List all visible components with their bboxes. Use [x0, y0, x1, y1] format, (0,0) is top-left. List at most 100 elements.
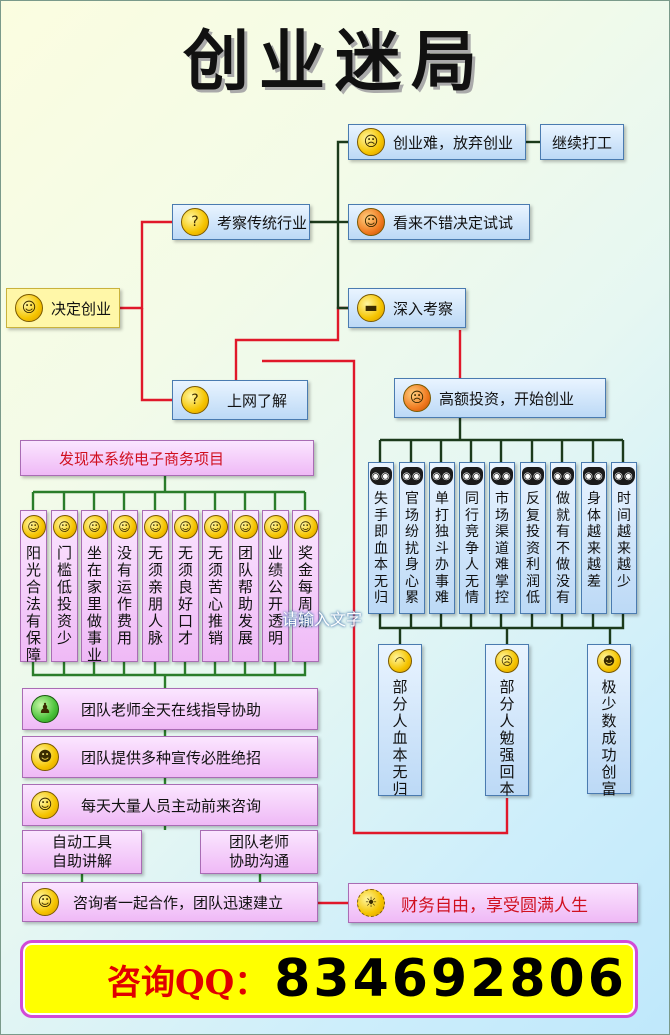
smiley-icon: ☺ — [293, 515, 318, 539]
online-research-label: 上网了解 — [227, 391, 288, 410]
discover-project-label: 发现本系统电子商务项目 — [59, 449, 225, 468]
smiley-icon: ☺ — [52, 515, 77, 539]
start-decision-box: ☺ 决定创业 — [6, 288, 120, 328]
support-item-label: 每天大量人员主动前来咨询 — [81, 796, 262, 815]
outcome-item-label: 极少数成功创富 — [601, 678, 617, 798]
feature-item: ☺ 坐在家里做事业 — [81, 510, 108, 664]
thinking-face-icon: ? — [181, 386, 209, 414]
contact-band: 咨询QQ： 834692806 — [20, 940, 638, 1018]
final-box: ☀ 财务自由，享受圆满人生 — [348, 883, 638, 923]
risk-item-label: 同行竞争人无情 — [465, 491, 479, 606]
keep-working-label: 继续打工 — [551, 133, 612, 152]
outcome-item-label: 部分人血本无归 — [392, 678, 408, 798]
risk-item-label: 单打独斗办事难 — [435, 491, 449, 606]
support-item-label: 团队老师全天在线指导协助 — [81, 700, 262, 719]
cooperate-box: ☺ 咨询者一起合作，团队迅速建立 — [22, 882, 318, 922]
outcome-item-label: 部分人勉强回本 — [499, 678, 515, 798]
feature-item: ☺ 无须亲朋人脉 — [142, 510, 169, 662]
feature-item-label: 团队帮助发展 — [238, 544, 254, 647]
determined-face-icon: ☺ — [357, 208, 385, 236]
team-assist-line-2: 协助沟通 — [228, 852, 289, 870]
feature-item: ☺阳光合法有保障 — [20, 510, 47, 664]
green-person-icon: ♟ — [31, 695, 59, 723]
feature-item-label: 门槛低投资少 — [57, 544, 73, 647]
wink-face-icon: ☺ — [31, 888, 59, 916]
smiley-icon: ☺ — [15, 294, 43, 322]
owl-icon: ◉◉ — [431, 467, 453, 485]
sun-face-icon: ☀ — [357, 889, 385, 917]
final-label: 财务自由，享受圆满人生 — [401, 895, 588, 916]
feature-item-label: 无须亲朋人脉 — [148, 544, 164, 647]
smiley-icon: ☺ — [263, 515, 288, 539]
neutral-face-icon: ◠ — [388, 649, 412, 673]
owl-icon: ◉◉ — [522, 467, 544, 485]
team-assist-box: 团队老师 协助沟通 — [200, 830, 318, 874]
smiley-icon: ☺ — [143, 515, 168, 539]
angry-face-icon: ☹ — [403, 384, 431, 412]
risk-item: ◉◉ 反复投资利润低 — [520, 462, 546, 614]
feature-item: ☺ 奖金每周账 — [292, 510, 319, 662]
give-up-label: 创业难，放弃创业 — [393, 133, 514, 152]
feature-item: ☺ 门槛低投资少 — [51, 510, 78, 662]
cool-face-icon: ▬ — [357, 294, 385, 322]
smiley-icon: ☺ — [112, 515, 137, 539]
keep-working-box: 继续打工 — [540, 124, 624, 160]
owl-icon: ◉◉ — [552, 467, 574, 485]
risk-item-label: 官场纷扰身心累 — [405, 491, 419, 606]
smiley-icon: ☺ — [233, 515, 258, 539]
support-item-label: 团队提供多种宣传必胜绝招 — [81, 748, 262, 767]
risk-item-label: 市场渠道难掌控 — [495, 491, 509, 606]
risk-item-label: 反复投资利润低 — [526, 491, 540, 606]
try-it-label: 看来不错决定试试 — [393, 213, 514, 232]
owl-icon: ◉◉ — [401, 467, 423, 485]
support-item: ♟ 团队老师全天在线指导协助 — [22, 688, 318, 730]
grin-face-icon: ☻ — [31, 743, 59, 771]
try-it-box: ☺ 看来不错决定试试 — [348, 204, 530, 240]
feature-item: ☺没有运作费用 — [111, 510, 138, 662]
risk-item: ◉◉ 做就有不做没有 — [550, 462, 576, 614]
feature-item-label: 无须良好口才 — [178, 544, 194, 647]
smiley-icon: ☺ — [82, 515, 107, 539]
owl-icon: ◉◉ — [613, 467, 635, 485]
feature-item-label: 坐在家里做事业 — [87, 544, 103, 664]
laughing-face-icon: ☻ — [597, 649, 621, 673]
owl-icon: ◉◉ — [583, 467, 605, 485]
auto-tool-line-1: 自动工具 — [51, 833, 112, 851]
online-research-box: ? 上网了解 — [172, 380, 308, 420]
outcome-item: ☻ 极少数成功创富 — [587, 644, 631, 798]
owl-icon: ◉◉ — [491, 467, 513, 485]
feature-item: ☺ 无须良好口才 — [172, 510, 199, 662]
feature-item-label: 业绩公开透明 — [268, 544, 284, 647]
smiley-icon: ☺ — [21, 515, 46, 539]
owl-icon: ◉◉ — [461, 467, 483, 485]
invest-label: 高额投资，开始创业 — [439, 389, 575, 408]
risk-item: ◉◉ 同行竞争人无情 — [459, 462, 485, 614]
owl-icon: ◉◉ — [370, 467, 392, 485]
start-decision-label: 决定创业 — [51, 299, 112, 318]
risk-item: ◉◉ 官场纷扰身心累 — [399, 462, 425, 614]
page-title: 创业迷局 — [183, 23, 487, 100]
risk-item: ◉◉ 失手即血本无归 — [368, 462, 394, 614]
overlay-placeholder-text: 请输入文字 — [282, 610, 363, 629]
sad-face-icon: ☹ — [357, 128, 385, 156]
team-assist-line-1: 团队老师 — [228, 833, 289, 851]
frown-face-icon: ☹ — [495, 649, 519, 673]
risk-item: ◉◉ 身体越来越差 — [581, 462, 607, 614]
happy-face-icon: ☺ — [31, 791, 59, 819]
traditional-industry-label: 考察传统行业 — [217, 213, 308, 232]
feature-item: ☺无须苦心推销 — [202, 510, 229, 662]
risk-item-label: 失手即血本无归 — [374, 491, 388, 606]
deep-investigate-box: ▬ 深入考察 — [348, 288, 466, 328]
outcome-item: ◠ 部分人血本无归 — [378, 644, 422, 798]
risk-item-label: 做就有不做没有 — [556, 491, 570, 606]
risk-item-label: 身体越来越差 — [587, 491, 601, 590]
risk-item-label: 时间越来越少 — [617, 491, 631, 590]
thinking-face-icon: ? — [181, 208, 209, 236]
outcome-item: ☹ 部分人勉强回本 — [485, 644, 529, 798]
smiley-icon: ☺ — [173, 515, 198, 539]
feature-item-label: 无须苦心推销 — [208, 544, 224, 647]
auto-tool-line-2: 自助讲解 — [51, 852, 112, 870]
deep-investigate-label: 深入考察 — [393, 299, 454, 318]
risk-item: ◉◉ 时间越来越少 — [611, 462, 637, 614]
feature-item-label: 奖金每周账 — [298, 544, 314, 630]
